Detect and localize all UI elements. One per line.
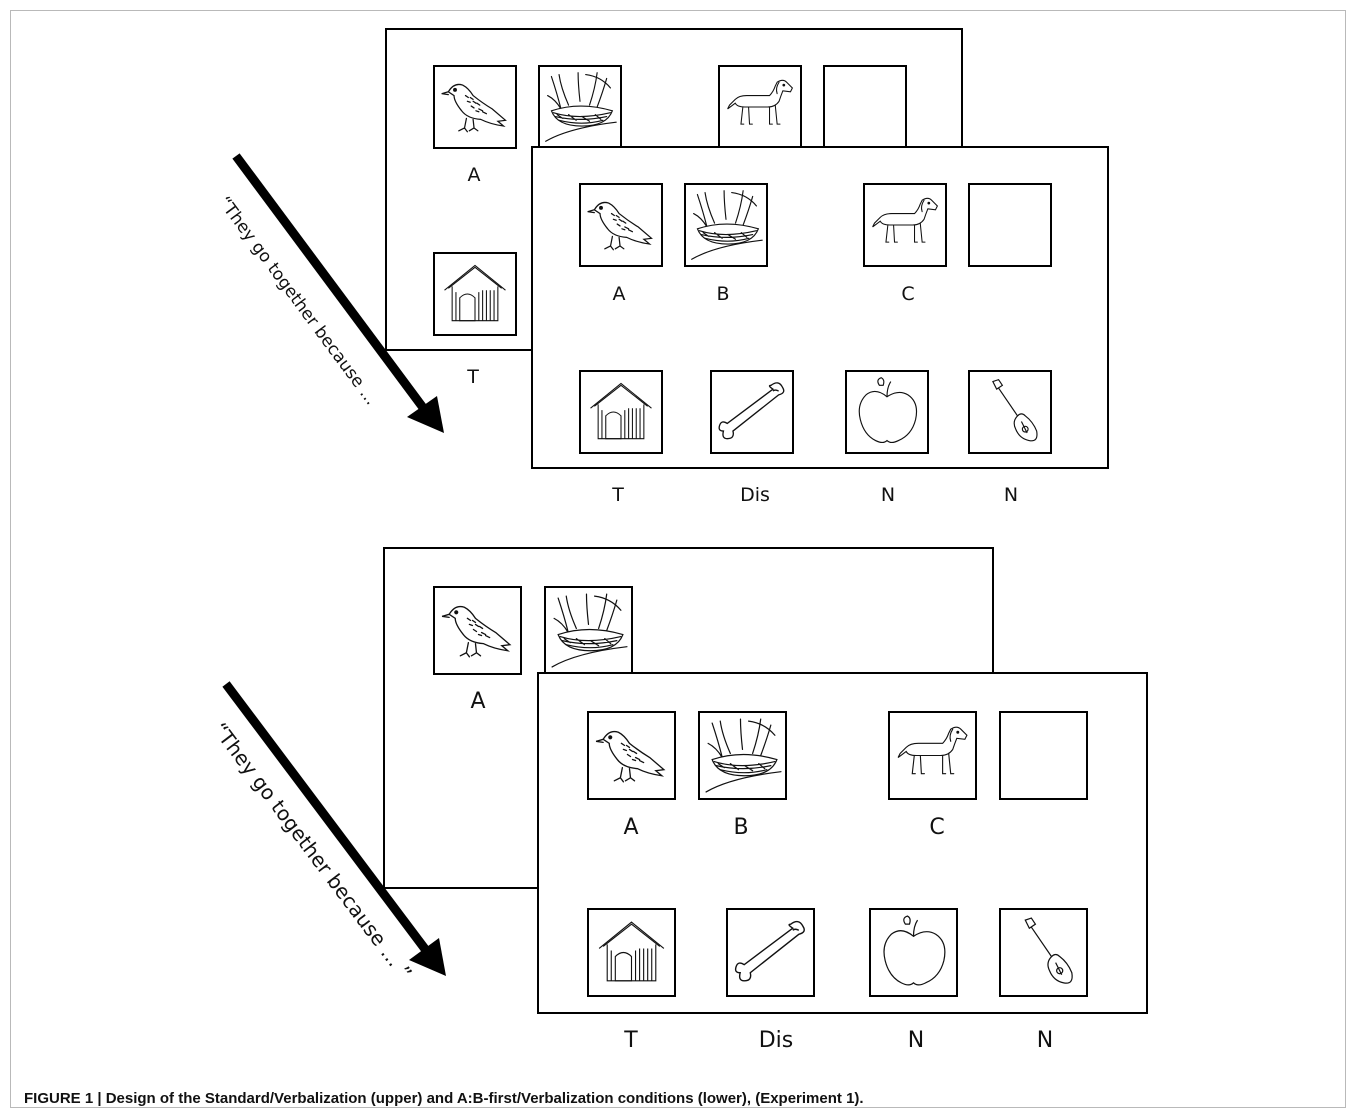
dog-icon [863,183,947,267]
bird-icon [579,183,663,267]
bone-icon [726,908,815,997]
nest-icon [684,183,768,267]
upper-label-dis: Dis [740,484,770,506]
upper-label-t: T [612,484,624,506]
upper-label-b: B [716,283,730,305]
upper-arrow [232,153,444,433]
figure-caption: FIGURE 1 | Design of the Standard/Verbal… [24,1090,864,1107]
lower-label-t: T [624,1028,638,1053]
lower-label-n1: N [907,1028,925,1053]
doghouse-icon [579,370,663,454]
lower-back-label-a: A [470,689,486,714]
bird-icon [433,65,517,149]
upper-back-label-a: A [467,164,481,186]
upper-label-c: C [901,283,915,305]
bird-icon [587,711,676,800]
guitar-icon [968,370,1052,454]
blank-card [999,711,1088,800]
upper-label-a: A [612,283,626,305]
lower-label-b: B [733,815,749,840]
bird-icon [433,586,522,675]
apple-icon [845,370,929,454]
apple-icon [869,908,958,997]
lower-label-n2: N [1036,1028,1054,1053]
upper-label-n2: N [1003,484,1019,506]
lower-label-dis: Dis [758,1028,794,1053]
lower-label-c: C [929,815,945,840]
blank-card [823,65,907,149]
dog-icon [888,711,977,800]
doghouse-icon [587,908,676,997]
figure-frame [10,10,1346,1108]
doghouse-icon [433,252,517,336]
blank-card [968,183,1052,267]
guitar-icon [999,908,1088,997]
upper-label-n1: N [880,484,896,506]
bone-icon [710,370,794,454]
lower-arrow [222,681,446,976]
nest-icon [544,586,633,675]
nest-icon [698,711,787,800]
lower-label-a: A [623,815,639,840]
upper-back-label-t: T [467,366,479,388]
